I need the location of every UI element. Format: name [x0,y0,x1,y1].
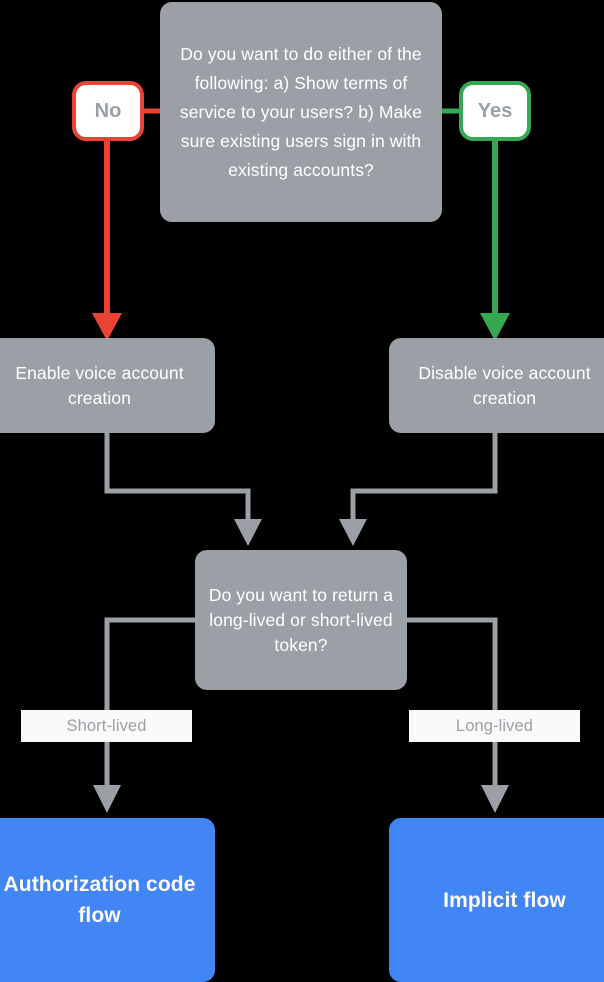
answer-pill-no-label: No [94,99,122,122]
process-node-enable-voice-account-creation: Enable voice account creation [0,338,215,433]
edge-label-short-lived-text: Short-lived [66,716,147,735]
outcome-node-authorization-code-flow-text: Authorization code flow [3,873,196,927]
edge-label-short-lived: Short-lived [21,710,192,742]
answer-pill-no[interactable]: No [72,81,144,141]
outcome-node-implicit-flow: Implicit flow [389,818,604,982]
connector-token-to-implicit [407,617,498,789]
arrowhead-token-to-implicit [481,785,509,813]
arrowhead-yes-to-disable [480,313,510,341]
arrowhead-token-to-authorization [93,785,121,813]
process-node-disable-text: Disable voice account creation [418,362,591,408]
arrowhead-enable-to-token [234,519,262,546]
arrowhead-no-to-enable [92,313,122,341]
process-node-disable-voice-account-creation: Disable voice account creation [389,338,604,433]
edge-label-long-lived-text: Long-lived [455,716,534,735]
connector-disable-to-token [350,433,498,523]
decision-node-consent-text: Do you want to do either of the followin… [179,43,423,180]
arrowhead-disable-to-token [339,519,367,546]
decision-node-token-lifetime: Do you want to return a long-lived or sh… [195,550,407,690]
edge-label-long-lived: Long-lived [409,710,580,742]
answer-pill-yes[interactable]: Yes [459,81,531,141]
connector-enable-to-token [104,433,251,523]
outcome-node-authorization-code-flow: Authorization code flow [0,818,215,982]
connector-token-to-authorization [104,617,195,789]
decision-node-consent: Do you want to do either of the followin… [160,2,442,222]
decision-node-token-lifetime-text: Do you want to return a long-lived or sh… [208,584,394,655]
outcome-node-implicit-flow-text: Implicit flow [443,888,566,912]
process-node-enable-text: Enable voice account creation [15,362,184,408]
answer-pill-yes-label: Yes [477,99,513,122]
